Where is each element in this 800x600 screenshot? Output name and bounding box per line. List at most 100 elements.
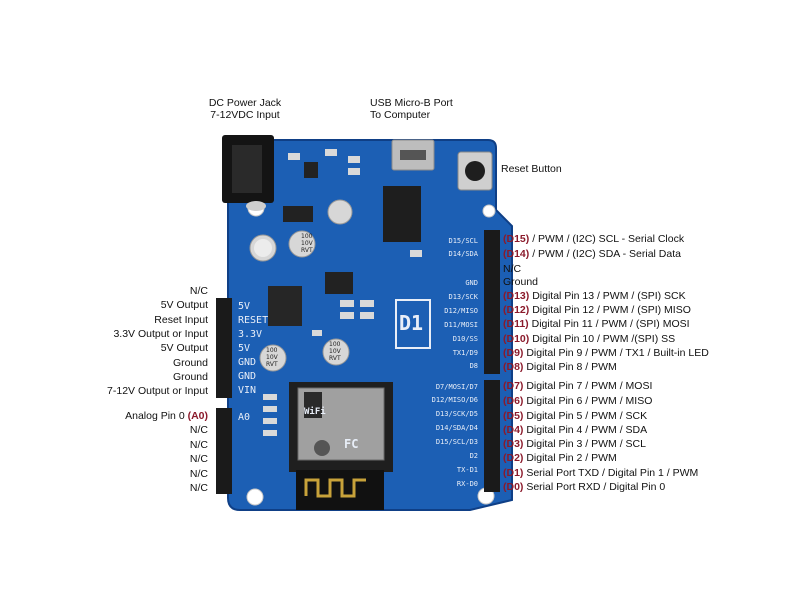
silk-left-text: VIN (238, 385, 256, 396)
digital-pin-id: (D11) (503, 318, 529, 330)
right-label-item: (D11) Digital Pin 11 / PWM / (SPI) MOSI (503, 318, 690, 330)
right-label-item: (D1) Serial Port TXD / Digital Pin 1 / P… (503, 467, 698, 479)
silk-left-text: 5V (238, 343, 250, 354)
silk-right-text: D12/MISO/D6 (432, 396, 478, 404)
digital-pin-id: (D6) (503, 395, 524, 407)
capacitor-marking: 100 (329, 341, 341, 348)
left-label-item: Ground (172, 356, 208, 369)
digital-pin-description: Ground (503, 276, 539, 288)
silk-right-text: D12/MISO (444, 307, 478, 315)
left-nc-item: N/C (189, 482, 208, 495)
small-chip (325, 272, 353, 294)
silk-right-text: D15/SCL/D3 (436, 438, 478, 446)
usb-micro-b-port (391, 139, 435, 171)
right-label-item: (D10) Digital Pin 10 / PWM /(SPI) SS (503, 333, 675, 345)
silk-right-text: D14/SDA/D4 (436, 424, 478, 432)
digital-pin-description: Digital Pin 10 / PWM /(SPI) SS (532, 333, 676, 345)
digital-pin-description: Digital Pin 11 / PWM / (SPI) MOSI (531, 318, 690, 330)
usb-port-label-line1: USB Micro-B Port (370, 97, 453, 109)
capacitor-marking: RVT (301, 247, 313, 254)
digital-pin-id: (D10) (503, 333, 530, 345)
capacitor-marking: RVT (266, 361, 278, 368)
left-label-item: N/C (189, 285, 208, 297)
digital-pin-id: (D15) (503, 233, 530, 245)
right-label-item: (D14) / PWM / (I2C) SDA - Serial Data (503, 248, 681, 260)
right-label-item: (D5) Digital Pin 5 / PWM / SCK (503, 410, 647, 422)
right-label-item: (D7) Digital Pin 7 / PWM / MOSI (503, 380, 652, 392)
silk-left-text: RESET (238, 315, 268, 326)
digital-pin-description: Digital Pin 5 / PWM / SCK (526, 410, 648, 422)
reset-button (457, 151, 493, 191)
silk-a0: A0 (238, 412, 250, 423)
capacitor-marking: 10V (301, 240, 314, 247)
left-power-header (216, 298, 232, 398)
capacitor (327, 199, 353, 225)
left-nc-item: N/C (189, 438, 208, 451)
capacitor (259, 344, 287, 372)
capacitor (288, 230, 316, 258)
silk-right-text: TX-D1 (457, 466, 478, 474)
right-digital-header-top (484, 230, 500, 374)
right-label-item: (D2) Digital Pin 2 / PWM (503, 452, 617, 464)
silk-right-text: D14/SDA (448, 250, 478, 258)
silk-left-text: 5V (238, 301, 250, 312)
digital-pin-description: Digital Pin 6 / PWM / MISO (526, 395, 653, 407)
digital-pin-id: (D7) (503, 380, 524, 392)
right-label-item: N/C (503, 263, 521, 275)
digital-pin-id: (D0) (503, 481, 524, 493)
right-label-item: (D4) Digital Pin 4 / PWM / SDA (503, 424, 647, 436)
right-label-item: (D8) Digital Pin 8 / PWM (503, 361, 617, 373)
digital-pin-id: (D1) (503, 467, 524, 479)
silk-fc: FC (344, 437, 358, 451)
digital-pin-description: N/C (503, 263, 522, 275)
silk-right-text: D13/SCK (448, 293, 478, 301)
usb-serial-chip (383, 186, 421, 242)
silk-right-text: RX-D0 (457, 480, 478, 488)
silk-wifi: WiFi (304, 406, 326, 417)
capacitor (249, 234, 277, 262)
digital-pin-id: (D2) (503, 452, 524, 464)
silk-right-text: GND (465, 279, 478, 287)
d1-logo-box (395, 299, 431, 349)
right-digital-header-bottom (484, 380, 500, 492)
silk-right-text: D7/MOSI/D7 (436, 383, 478, 391)
capacitor-marking: 100 (301, 233, 313, 240)
digital-pin-description: Serial Port RXD / Digital Pin 0 (526, 481, 666, 493)
silk-right-labels: D15/SCL D14/SDA GND D13/SCK D12/MISO D11/MOSI… (432, 237, 479, 488)
left-nc-item: N/C (189, 467, 208, 480)
silk-right-text: D13/SCK/D5 (436, 410, 478, 418)
right-label-item: (D13) Digital Pin 13 / PWM / (SPI) SCK (503, 290, 686, 302)
digital-pin-description: Digital Pin 3 / PWM / SCL (526, 438, 646, 450)
dc-jack-label-line1: DC Power Jack (208, 97, 282, 109)
digital-pin-description: Digital Pin 7 / PWM / MOSI (526, 380, 653, 392)
silk-right-text: D10/SS (453, 335, 478, 343)
silk-right-text: D15/SCL (448, 237, 478, 245)
analog-pin-label: Analog Pin 0 (A0) (125, 410, 208, 422)
capacitor-marking: 10V (329, 348, 342, 355)
voltage-regulator (268, 286, 302, 326)
digital-pin-id: (D4) (503, 424, 524, 436)
digital-pin-id: (D13) (503, 290, 530, 302)
digital-pin-description: Digital Pin 4 / PWM / SDA (526, 424, 648, 436)
silk-right-text: D11/MOSI (444, 321, 478, 329)
mount-hole (482, 204, 496, 218)
right-label-item: (D0) Serial Port RXD / Digital Pin 0 (503, 481, 665, 493)
right-label-item: (D9) Digital Pin 9 / PWM / TX1 / Built-i… (503, 347, 709, 359)
digital-pin-description: / PWM / (I2C) SDA - Serial Data (532, 248, 681, 260)
mount-hole (246, 488, 264, 506)
digital-pin-description: Digital Pin 8 / PWM (526, 361, 617, 373)
digital-pin-id: (D14) (503, 248, 530, 260)
right-label-item: (D6) Digital Pin 6 / PWM / MISO (503, 395, 652, 407)
esp8266-wifi-module (289, 382, 393, 510)
left-analog-header (216, 408, 232, 494)
left-label-item: 3.3V Output or Input (113, 327, 208, 340)
left-nc-item: N/C (189, 453, 208, 466)
digital-pin-description: / PWM / (I2C) SCL - Serial Clock (532, 233, 685, 245)
reset-button-label: Reset Button (501, 163, 562, 175)
transistor (283, 206, 313, 222)
digital-pin-description: Digital Pin 2 / PWM (526, 452, 617, 464)
digital-pin-id: (D12) (503, 304, 530, 316)
analog-pin-id: (A0) (187, 410, 208, 422)
silk-right-text: D8 (470, 362, 478, 370)
